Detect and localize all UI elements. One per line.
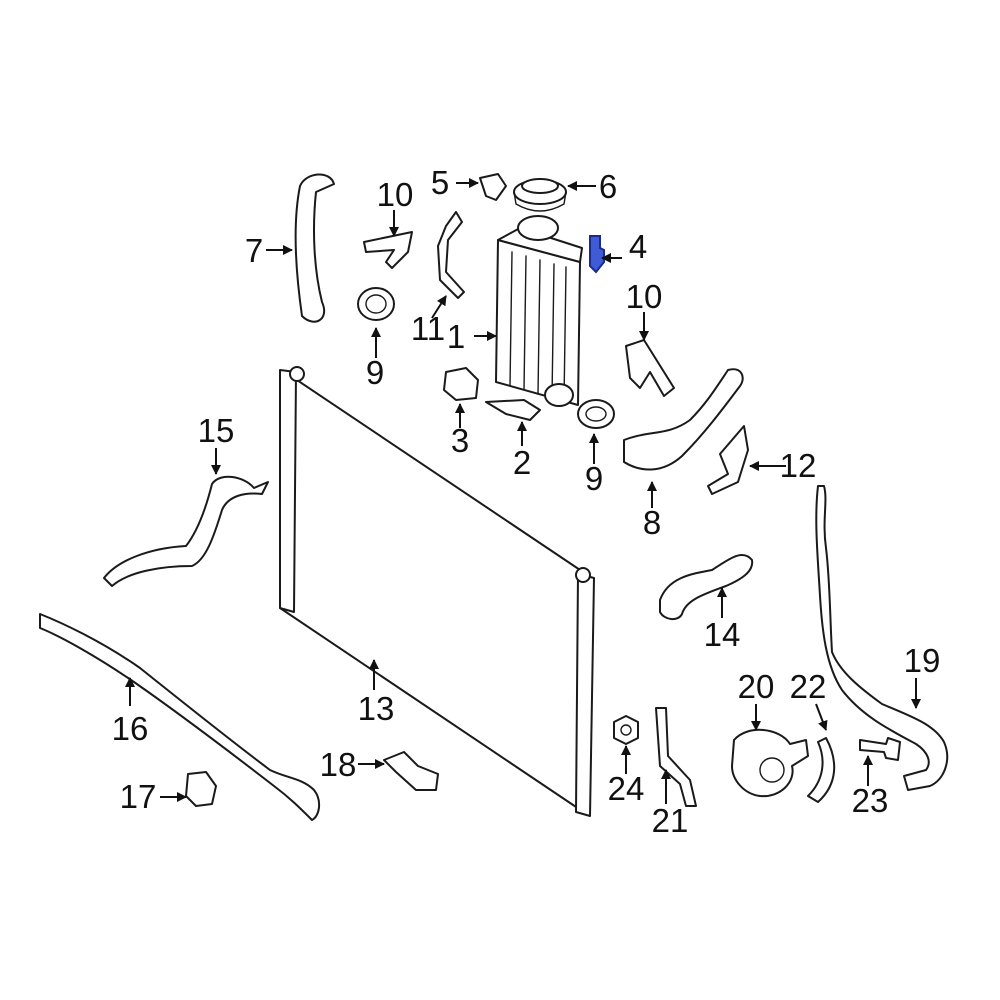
callout-22: 22	[790, 668, 827, 705]
sensor-4-highlighted	[589, 235, 605, 274]
clamp-22	[807, 737, 836, 803]
callout-9-lower: 9	[585, 460, 603, 497]
bracket-21	[655, 707, 697, 807]
sensor-5	[479, 173, 507, 201]
bracket-2	[485, 399, 541, 421]
callout-labels: 1 2 3 4 5 6 7 8 9 9 10 10 11 12 13 14 15…	[112, 164, 941, 839]
bracket-10-left	[363, 231, 413, 269]
callout-20: 20	[738, 668, 775, 705]
callout-16: 16	[112, 710, 149, 747]
callout-24: 24	[608, 770, 645, 807]
clip-17	[185, 771, 217, 807]
callout-8: 8	[643, 504, 661, 541]
callout-7: 7	[245, 232, 263, 269]
clamp-9-lower	[577, 399, 615, 429]
bracket-18	[383, 751, 439, 791]
callout-5: 5	[431, 164, 449, 201]
hose-15	[103, 475, 269, 587]
callout-6: 6	[599, 168, 617, 205]
callout-11: 11	[411, 310, 445, 347]
callout-10-left: 10	[377, 176, 414, 213]
nut-24	[613, 715, 639, 745]
callout-4: 4	[629, 228, 647, 265]
hose-8	[623, 368, 744, 471]
mount-3	[443, 367, 479, 401]
seal-6	[513, 178, 567, 212]
hose-7	[294, 173, 335, 323]
strap-11	[437, 211, 465, 299]
hose-14	[659, 554, 754, 620]
callout-3: 3	[451, 422, 469, 459]
leader-lines	[125, 178, 921, 804]
fitting-23	[859, 737, 901, 761]
water-pump-20	[731, 728, 809, 798]
intercooler	[495, 215, 583, 407]
callout-10-right: 10	[626, 278, 663, 315]
callout-21: 21	[652, 802, 689, 839]
callout-13: 13	[358, 690, 395, 727]
callout-18: 18	[320, 746, 357, 783]
bracket-12	[707, 425, 749, 495]
callout-15: 15	[198, 412, 235, 449]
hose-19	[815, 485, 949, 791]
pipe-16	[39, 613, 320, 821]
callout-23: 23	[852, 782, 889, 819]
callout-14: 14	[704, 616, 741, 653]
callout-9-upper: 9	[366, 354, 384, 391]
callout-19: 19	[904, 642, 941, 679]
callout-1: 1	[447, 318, 465, 355]
bracket-10-right	[625, 339, 675, 397]
radiator	[279, 366, 595, 817]
callout-12: 12	[780, 447, 817, 484]
callout-17: 17	[120, 778, 157, 815]
callout-2: 2	[513, 444, 531, 481]
clamp-9-upper	[357, 287, 395, 321]
